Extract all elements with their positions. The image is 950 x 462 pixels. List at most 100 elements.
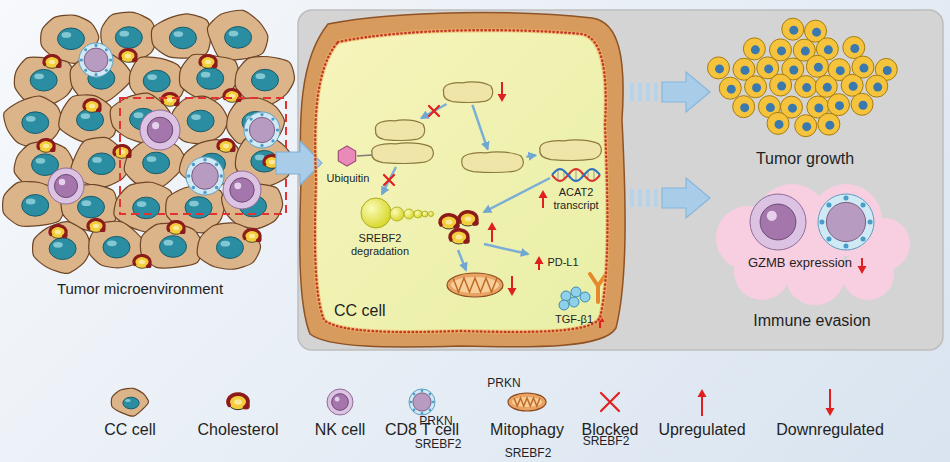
legend-label: CD8 T cell [385, 421, 459, 439]
up-arrow [535, 256, 544, 270]
illustration-ellipse [440, 215, 458, 229]
protein-outline [370, 142, 435, 164]
legend-sample [318, 386, 362, 418]
illustration-ellipse [58, 28, 85, 50]
annotation-label: TGF-β1 [551, 313, 597, 326]
cholesterol-icon [38, 140, 55, 153]
illustration-ellipse [133, 197, 160, 219]
illustration-path [245, 403, 249, 408]
illustration-circle [843, 37, 865, 59]
degradation-sphere [390, 207, 404, 221]
illustration-ellipse [84, 100, 100, 113]
illustration-ellipse [49, 238, 76, 260]
illustration-circle [335, 397, 340, 402]
illustration-circle [850, 44, 859, 53]
tumor-growth-cell [827, 94, 849, 116]
illustration-circle [80, 58, 83, 61]
nk-cell-icon [327, 389, 353, 415]
illustration-circle [105, 69, 108, 72]
illustration-path [147, 263, 150, 267]
illustration-circle [815, 75, 837, 97]
illustration-ellipse [123, 397, 139, 409]
nk-cell-icon [750, 194, 806, 250]
illustration-circle [413, 393, 416, 396]
label-slot: GZMB expression [735, 256, 865, 271]
legend-sample [108, 386, 152, 418]
illustration-circle [192, 163, 219, 190]
legend-item: Mitophagy [457, 386, 597, 439]
blocked-mark [601, 393, 619, 411]
illustration-ellipse [229, 31, 239, 37]
annotation-label: Ubiquitin [318, 172, 378, 185]
illustration-circle [327, 389, 353, 415]
illustration-circle [79, 43, 113, 77]
illustration-circle [740, 66, 749, 75]
tumor-growth-cell [795, 76, 817, 98]
illustration-circle [719, 77, 741, 99]
illustration-ellipse [125, 54, 131, 59]
illustration-circle [84, 48, 108, 72]
illustration-circle [260, 144, 263, 147]
degradation-sphere [429, 212, 434, 217]
tgf-ball [571, 287, 581, 297]
illustration-path [181, 229, 184, 233]
illustration-ellipse [168, 222, 184, 235]
illustration-circle [223, 171, 261, 209]
degradation-sphere [404, 209, 414, 219]
legend-item: Downregulated [760, 386, 900, 439]
legend-sample [680, 386, 724, 418]
cell-interior [338, 82, 606, 328]
illustration-circle [48, 168, 84, 204]
illustration-ellipse [251, 69, 278, 91]
illustration-circle [859, 64, 868, 73]
illustration-ellipse [107, 240, 117, 246]
illustration-ellipse [459, 212, 477, 226]
illustration-circle [234, 182, 241, 189]
protein-outline [374, 119, 426, 141]
cd8-cell-icon [818, 194, 874, 250]
illustration-circle [192, 163, 195, 166]
illustration-circle [883, 66, 892, 75]
illustration-path [257, 237, 260, 241]
illustration-path [315, 30, 607, 332]
illustration-ellipse [147, 156, 157, 162]
legend-label: Blocked [582, 421, 639, 439]
degradation-sphere [361, 198, 391, 228]
protein-blob: PRKN [442, 81, 494, 103]
illustration-ellipse [38, 140, 54, 153]
illustration-circle [203, 158, 206, 161]
illustration-path [228, 394, 248, 407]
cc-cell-icon [151, 14, 210, 58]
degradation-sphere [422, 211, 428, 217]
illustration-ellipse [88, 220, 104, 233]
grey-panel [298, 10, 943, 350]
illustration-circle [84, 69, 87, 72]
illustration-path [371, 143, 433, 164]
arrow-stripe [646, 189, 650, 207]
illustration-path [63, 233, 66, 237]
label-slot: Ubiquitin [318, 172, 378, 185]
illustration-ellipse [169, 27, 196, 49]
cholesterol-icon [84, 100, 101, 113]
node-label: SREBF2 [415, 438, 462, 452]
illustration-path [218, 140, 234, 151]
illustration-path [384, 175, 394, 185]
illustration-path [459, 212, 477, 224]
flow-connector [472, 105, 487, 149]
illustration-path [134, 256, 150, 267]
annotation-label: Tumor microenvironment [20, 280, 260, 297]
mitochondrion-icon [447, 273, 503, 297]
illustration-path [171, 96, 228, 144]
illustration-circle [835, 101, 844, 110]
illustration-circle [54, 174, 77, 197]
legend-item: CC cell [60, 386, 200, 439]
illustration-path [133, 57, 136, 61]
illustration-circle [109, 58, 112, 61]
legend-label: Downregulated [776, 421, 884, 439]
up-arrow [539, 190, 548, 208]
illustration-circle [823, 83, 832, 92]
tumor-growth-cell [782, 18, 804, 40]
illustration-ellipse [221, 241, 231, 247]
label-slot: Immune evasion [732, 312, 892, 330]
dna-strand [552, 169, 600, 181]
